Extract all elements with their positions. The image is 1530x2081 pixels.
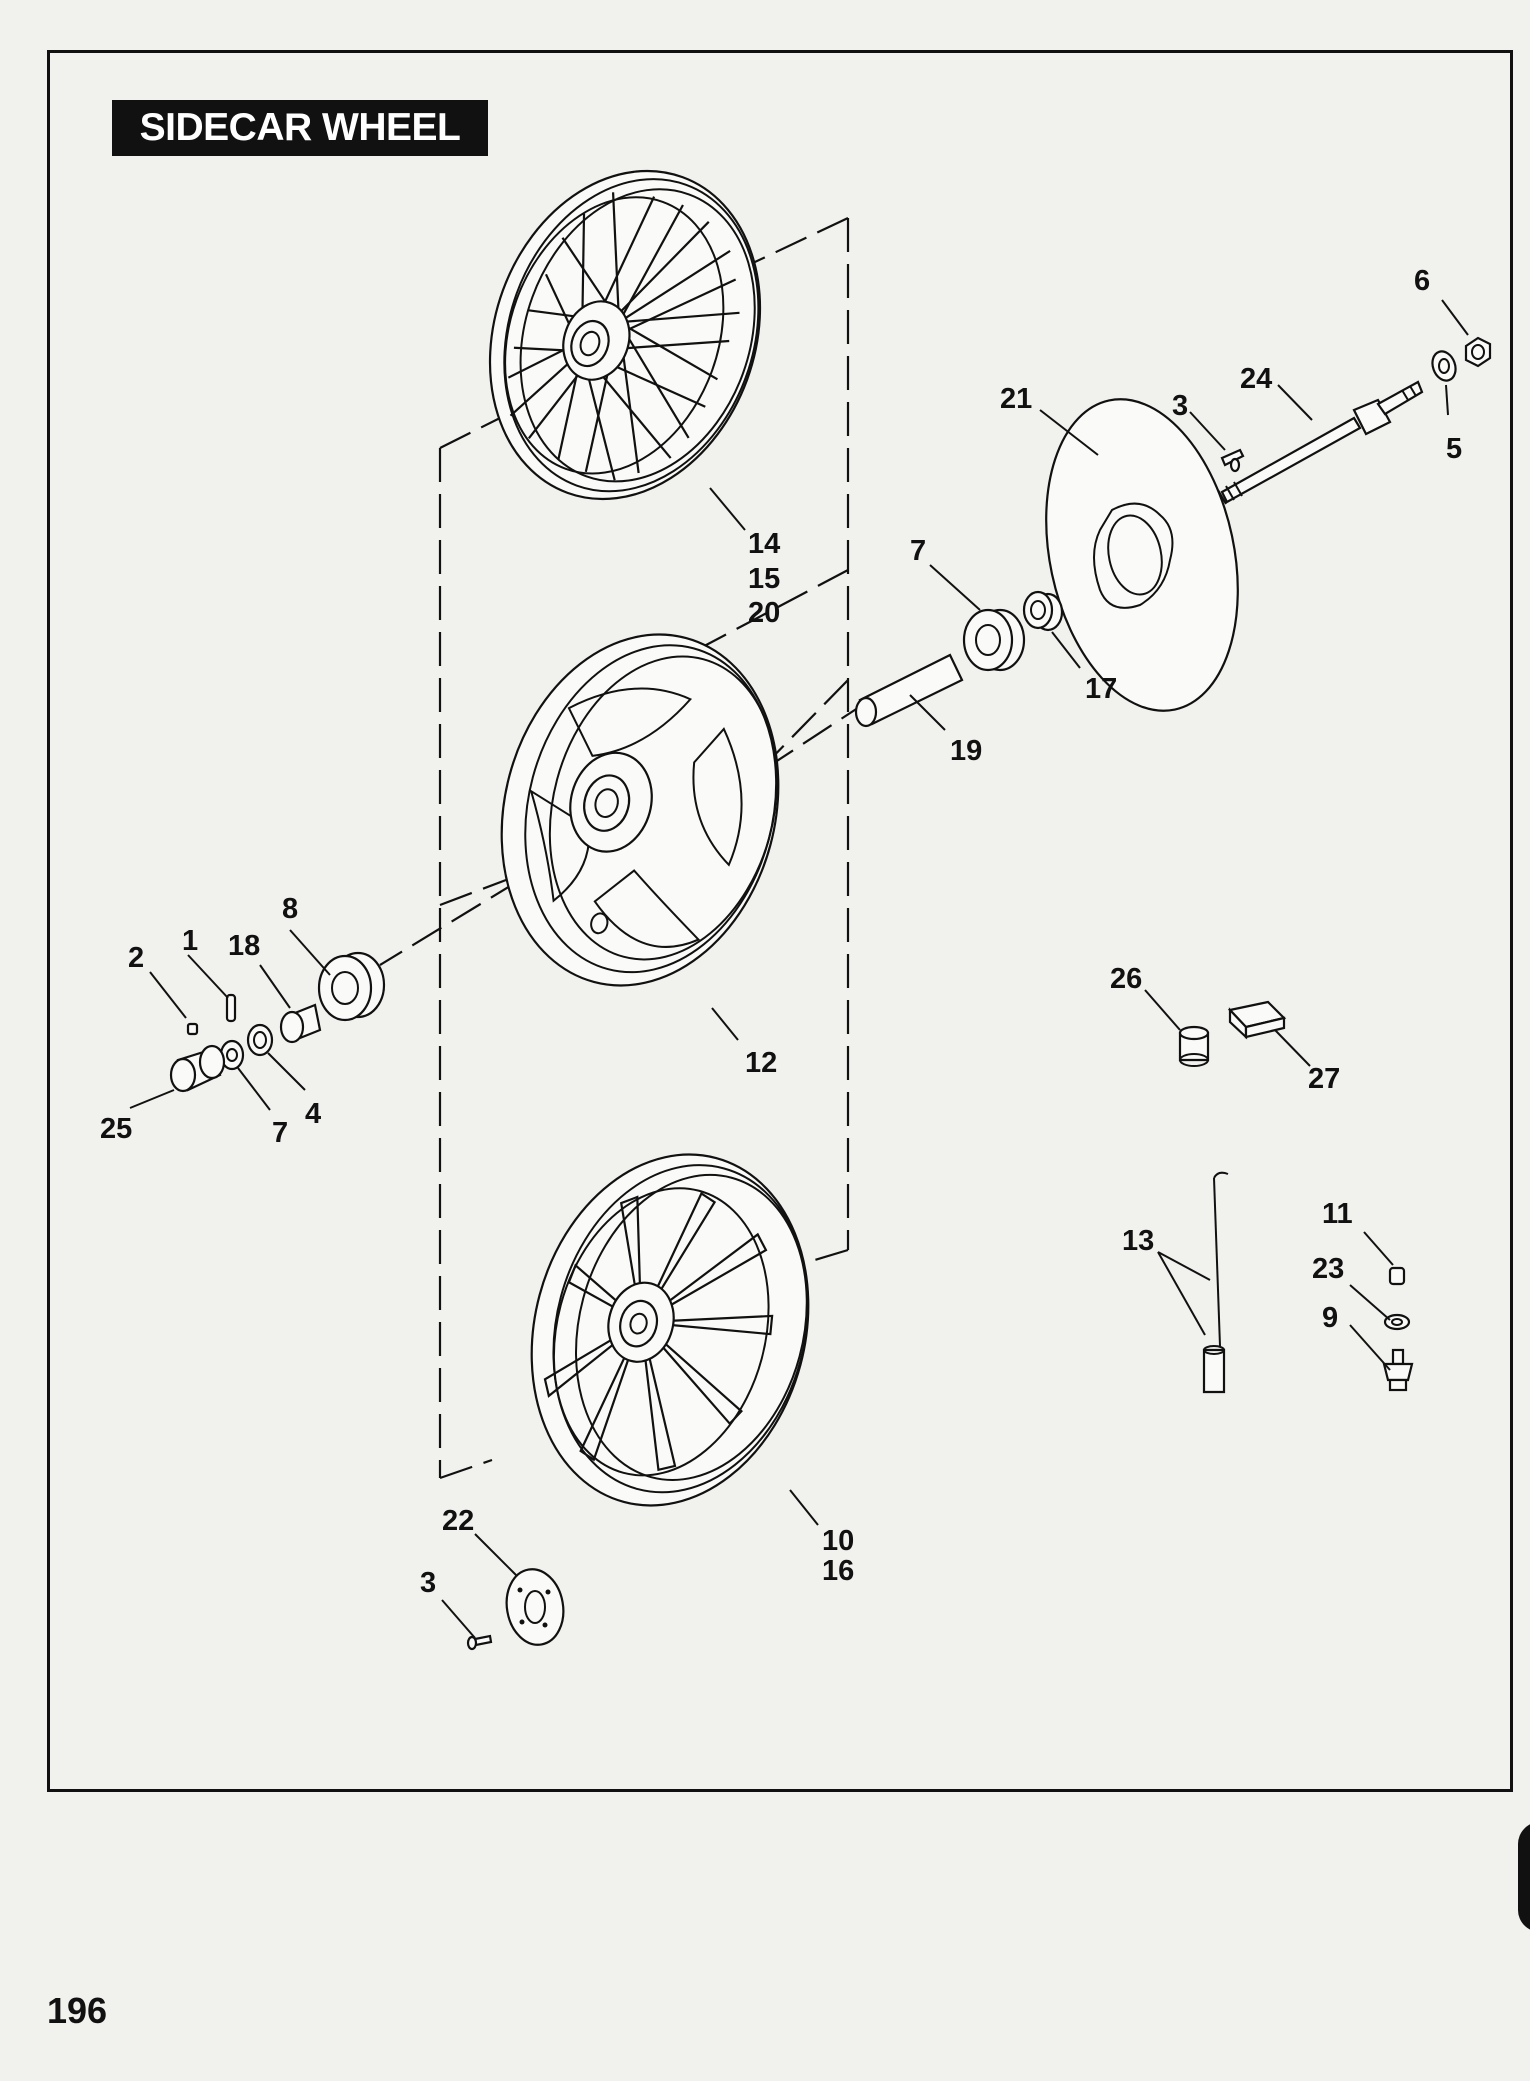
callouts: 6 24 5 3 21 7 17 19 14 15 20 12 8 18 1 2… xyxy=(100,265,1462,1599)
cast-wheel xyxy=(500,633,780,987)
callout-7-left: 7 xyxy=(272,1117,288,1149)
nut-6 xyxy=(1464,336,1492,368)
callout-5: 5 xyxy=(1446,433,1462,465)
callout-11: 11 xyxy=(1322,1198,1353,1230)
seal-4 xyxy=(246,1023,274,1057)
spoke-13 xyxy=(1202,1171,1229,1394)
spacer-17 xyxy=(1022,590,1064,632)
alignment-dashed-lines xyxy=(379,217,871,1480)
spokes xyxy=(507,192,740,481)
callout-20: 20 xyxy=(748,597,780,629)
spacer-sleeve-19 xyxy=(854,653,964,728)
callout-25: 25 xyxy=(100,1113,132,1145)
callout-9: 9 xyxy=(1322,1302,1338,1334)
cap-25 xyxy=(169,1044,226,1093)
washer-23 xyxy=(1383,1313,1411,1331)
bearing-7-left xyxy=(219,1039,245,1071)
page-title: SIDECAR WHEEL xyxy=(112,100,488,156)
callout-27: 27 xyxy=(1308,1063,1340,1095)
callout-13: 13 xyxy=(1122,1225,1154,1257)
bearing-8 xyxy=(317,951,386,1022)
callout-26: 26 xyxy=(1110,963,1142,995)
callout-3-lower: 3 xyxy=(420,1567,436,1599)
brake-disc xyxy=(1045,398,1239,712)
callout-7-right: 7 xyxy=(910,535,926,567)
callout-16: 16 xyxy=(822,1555,854,1587)
set-screw-2 xyxy=(186,1022,199,1036)
spoke-wheel xyxy=(488,169,762,501)
cap-11 xyxy=(1388,1266,1406,1286)
callout-10: 10 xyxy=(822,1525,854,1557)
callout-3-upper: 3 xyxy=(1172,390,1188,422)
star-wheel xyxy=(530,1153,810,1507)
leader-lines xyxy=(129,299,1469,1639)
callout-14: 14 xyxy=(748,528,780,560)
callout-1: 1 xyxy=(182,925,198,957)
bearing-7-right xyxy=(962,608,1026,672)
plate-22 xyxy=(505,1568,565,1646)
valve-9 xyxy=(1382,1348,1414,1392)
diagram-frame xyxy=(47,50,1513,1792)
callout-6: 6 xyxy=(1414,265,1430,297)
callout-8: 8 xyxy=(282,893,298,925)
sleeve-26 xyxy=(1178,1025,1210,1067)
callout-4: 4 xyxy=(305,1098,321,1130)
spacer-18 xyxy=(279,1003,322,1044)
callout-23: 23 xyxy=(1312,1253,1344,1285)
screw-3-upper xyxy=(1220,448,1245,473)
page-edge-tab xyxy=(1518,1822,1530,1932)
callout-17: 17 xyxy=(1085,673,1117,705)
callout-21: 21 xyxy=(1000,383,1032,415)
callout-2: 2 xyxy=(128,942,144,974)
callout-12: 12 xyxy=(745,1047,777,1079)
callout-18: 18 xyxy=(228,930,260,962)
callout-22: 22 xyxy=(442,1505,474,1537)
page-number: 196 xyxy=(47,1990,108,2031)
screw-3-lower xyxy=(466,1634,493,1651)
callout-15: 15 xyxy=(748,563,780,595)
block-27 xyxy=(1227,1000,1287,1040)
callout-19: 19 xyxy=(950,735,982,767)
axle xyxy=(1217,380,1424,505)
pin-1 xyxy=(225,993,237,1023)
washer-5 xyxy=(1431,350,1457,382)
callout-24: 24 xyxy=(1240,363,1272,395)
